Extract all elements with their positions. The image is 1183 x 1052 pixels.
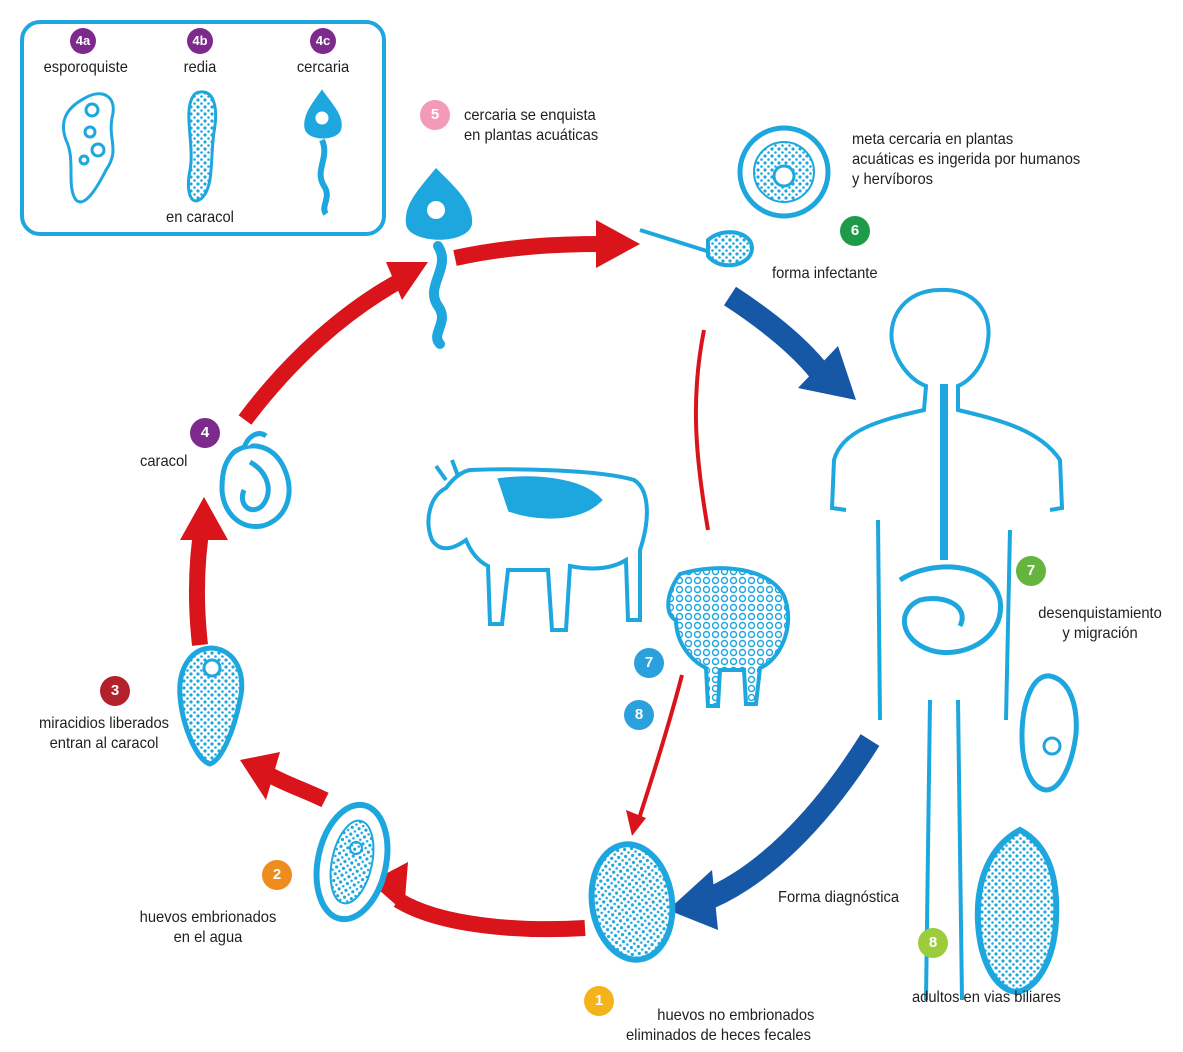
badge-8: 8 — [918, 928, 948, 958]
label-step-3-line1: miracidios liberados — [23, 714, 185, 734]
label-step-7-line2: y migración — [1026, 624, 1173, 644]
egg-embryonated-icon — [307, 798, 398, 926]
snail-icon — [222, 434, 289, 527]
egg-unembryonated-icon — [584, 839, 679, 965]
label-forma-infectante: forma infectante — [772, 264, 878, 284]
badge-5: 5 — [420, 100, 450, 130]
badge-4: 4 — [190, 418, 220, 448]
label-forma-diagnostica: Forma diagnóstica — [778, 888, 899, 908]
label-step-2: huevos embrionados en el agua — [118, 908, 298, 948]
label-step-5: cercaria se enquista en plantas acuática… — [464, 106, 598, 146]
label-step-1-line2: eliminados de heces fecales — [626, 1026, 814, 1046]
label-step-6-line2: acuáticas es ingerida por humanos — [852, 150, 1080, 170]
metacercaria-icon — [740, 128, 828, 216]
label-step-3-line2: entran al caracol — [23, 734, 185, 754]
label-step-6: meta cercaria en plantas acuáticas es in… — [852, 130, 1080, 190]
badge-7: 7 — [1016, 556, 1046, 586]
label-step-7-line1: desenquistamiento — [1026, 604, 1173, 624]
label-step-1-line1: huevos no embrionados — [626, 1006, 814, 1026]
label-en-caracol: en caracol — [154, 208, 246, 228]
label-esporoquiste: esporoquiste — [44, 58, 127, 78]
badge-1: 1 — [584, 986, 614, 1016]
label-step-2-line2: en el agua — [118, 928, 298, 948]
badge-6: 6 — [840, 216, 870, 246]
sheep-icon — [668, 568, 788, 706]
miracidium-icon — [180, 648, 242, 764]
badge-3: 3 — [100, 676, 130, 706]
badge-animal-8: 8 — [624, 700, 654, 730]
label-step-6-line3: y hervíboros — [852, 170, 1080, 190]
label-step-2-line1: huevos embrionados — [118, 908, 298, 928]
label-step-4: caracol — [140, 452, 187, 472]
label-step-5-line1: cercaria se enquista — [464, 106, 598, 126]
label-step-8: adultos en vias biliares — [912, 988, 1061, 1008]
label-step-1: huevos no embrionados eliminados de hece… — [626, 1006, 814, 1046]
label-step-3: miracidios liberados entran al caracol — [23, 714, 185, 754]
badge-2: 2 — [262, 860, 292, 890]
label-step-6-line1: meta cercaria en plantas — [852, 130, 1080, 150]
badge-animal-7: 7 — [634, 648, 664, 678]
label-redia: redia — [172, 58, 227, 78]
badge-4c: 4c — [310, 28, 336, 54]
cow-icon — [428, 460, 646, 630]
adult-fluke-icon — [978, 830, 1056, 992]
juvenile-fluke-icon — [1022, 676, 1076, 790]
badge-4b: 4b — [187, 28, 213, 54]
label-step-7: desenquistamiento y migración — [1026, 604, 1173, 644]
badge-4a: 4a — [70, 28, 96, 54]
label-cercaria-inset: cercaria — [291, 58, 355, 78]
spoon-icon — [640, 230, 752, 265]
label-step-5-line2: en plantas acuáticas — [464, 126, 598, 146]
